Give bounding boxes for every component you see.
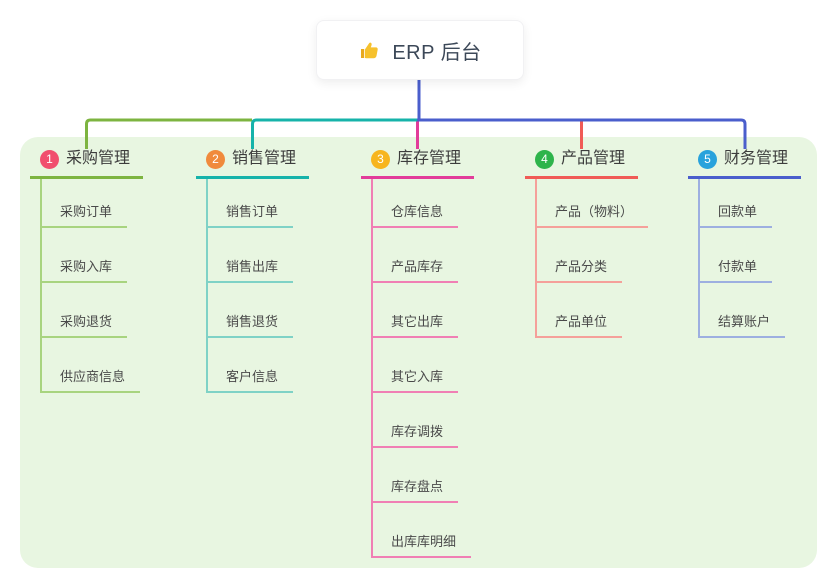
tree-node: 供应商信息 [42,338,143,393]
branch-number-badge: 2 [206,149,225,169]
branch-purchase-heading[interactable]: 1 采购管理 [30,148,143,179]
branch-label: 采购管理 [66,150,131,167]
tree-node: 付款单 [700,228,801,283]
tree-node-label[interactable]: 销售订单 [208,204,294,228]
tree-node: 采购退货 [42,283,143,338]
tree-node: 客户信息 [208,338,309,393]
tree-node: 出库库明细 [373,503,474,558]
tree-node-label[interactable]: 仓库信息 [373,204,459,228]
branch-number-badge: 5 [698,149,717,169]
tree-node: 产品单位 [537,283,638,338]
tree-node-label[interactable]: 其它入库 [373,369,459,393]
tree-node-label[interactable]: 其它出库 [373,314,459,338]
branch-product: 4 产品管理 产品（物料） 产品分类 产品单位 [525,148,649,338]
tree-node-label[interactable]: 产品库存 [373,259,459,283]
branch-label: 产品管理 [561,150,626,167]
branch-sales-heading[interactable]: 2 销售管理 [196,148,309,179]
tree-node-label[interactable]: 采购订单 [42,204,128,228]
tree-node: 回款单 [700,179,801,228]
tree-node-label[interactable]: 结算账户 [700,314,786,338]
tree-node-label[interactable]: 销售出库 [208,259,294,283]
branch-product-heading[interactable]: 4 产品管理 [525,148,638,179]
tree-node-label[interactable]: 库存调拨 [373,424,459,448]
branch-children: 回款单 付款单 结算账户 [698,179,801,338]
branch-label: 销售管理 [232,150,297,167]
tree-node-label[interactable]: 采购入库 [42,259,128,283]
branch-finance-heading[interactable]: 5 财务管理 [688,148,801,179]
branch-number-badge: 3 [371,149,390,169]
tree-node-label[interactable]: 回款单 [700,204,773,228]
branch-inventory-heading[interactable]: 3 库存管理 [361,148,474,179]
thumbs-up-icon [361,42,379,59]
branch-children: 仓库信息 产品库存 其它出库 其它入库 库存调拨 库存盘点 出库库明细 [371,179,474,558]
tree-node: 采购订单 [42,179,143,228]
tree-node: 销售退货 [208,283,309,338]
tree-node-label[interactable]: 供应商信息 [42,369,141,393]
root-node[interactable]: ERP 后台 [316,20,524,80]
tree-node: 结算账户 [700,283,801,338]
tree-node: 产品（物料） [537,179,649,228]
tree-node-label[interactable]: 付款单 [700,259,773,283]
branch-children: 销售订单 销售出库 销售退货 客户信息 [206,179,309,393]
branch-number-badge: 4 [535,149,554,169]
root-title: ERP 后台 [392,41,482,64]
branch-purchase: 1 采购管理 采购订单 采购入库 采购退货 供应商信息 [30,148,143,393]
branches-panel [20,137,817,568]
tree-node-label[interactable]: 产品单位 [537,314,623,338]
tree-node-label[interactable]: 库存盘点 [373,479,459,503]
branch-label: 财务管理 [724,150,789,167]
tree-node: 其它出库 [373,283,474,338]
tree-node-label[interactable]: 产品（物料） [537,204,649,228]
tree-node: 库存盘点 [373,448,474,503]
tree-node-label[interactable]: 产品分类 [537,259,623,283]
branch-inventory: 3 库存管理 仓库信息 产品库存 其它出库 其它入库 库存调拨 库存盘点 出库库… [361,148,474,558]
branch-label: 库存管理 [397,150,462,167]
tree-node-label[interactable]: 销售退货 [208,314,294,338]
tree-node-label[interactable]: 客户信息 [208,369,294,393]
tree-node: 其它入库 [373,338,474,393]
tree-node: 销售订单 [208,179,309,228]
branch-number-badge: 1 [40,149,59,169]
branch-children: 采购订单 采购入库 采购退货 供应商信息 [40,179,143,393]
tree-node: 销售出库 [208,228,309,283]
branch-finance: 5 财务管理 回款单 付款单 结算账户 [688,148,801,338]
tree-node: 仓库信息 [373,179,474,228]
tree-node-label[interactable]: 出库库明细 [373,534,472,558]
tree-node: 产品分类 [537,228,638,283]
tree-node: 库存调拨 [373,393,474,448]
branch-children: 产品（物料） 产品分类 产品单位 [535,179,649,338]
tree-node: 采购入库 [42,228,143,283]
branch-sales: 2 销售管理 销售订单 销售出库 销售退货 客户信息 [196,148,309,393]
tree-node-label[interactable]: 采购退货 [42,314,128,338]
tree-node: 产品库存 [373,228,474,283]
